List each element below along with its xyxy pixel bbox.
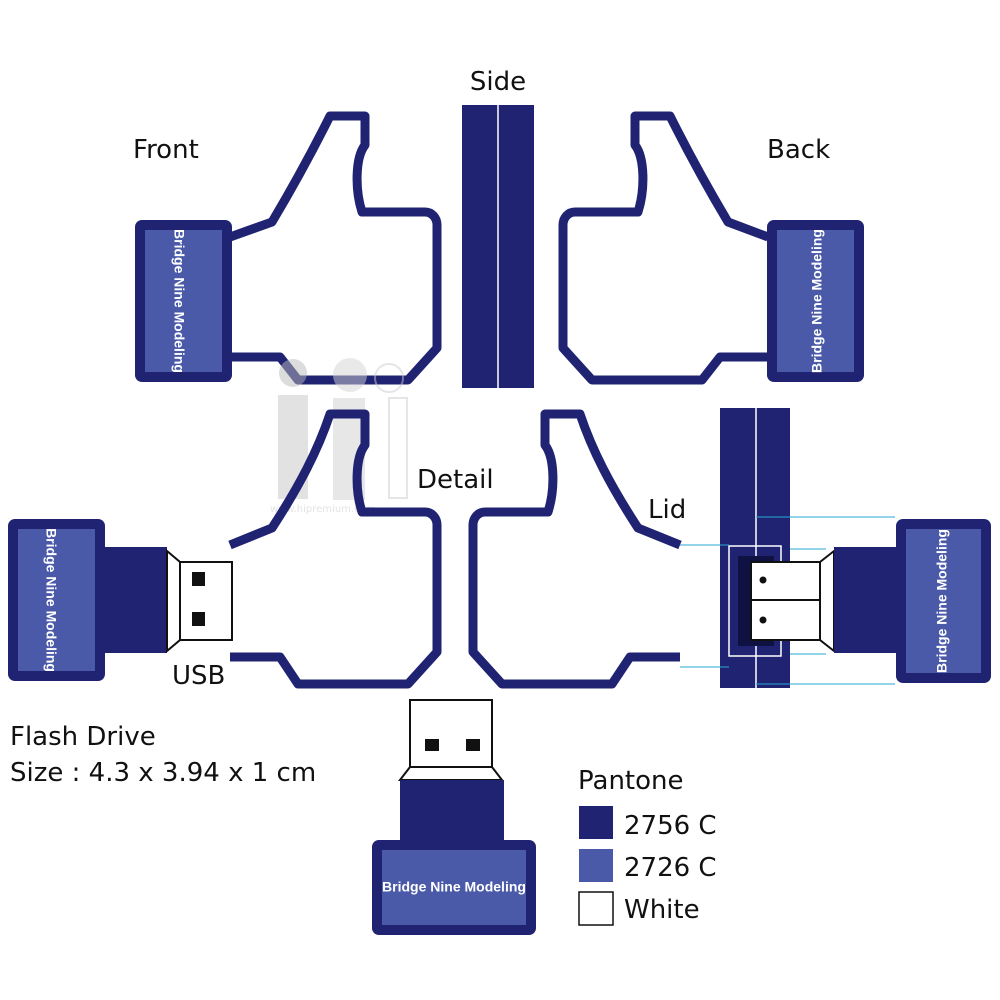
watermark-text: www.hipremium.com <box>270 504 375 515</box>
label-front: Front <box>133 135 199 165</box>
product-size: Size : 4.3 x 3.94 x 1 cm <box>10 758 316 788</box>
pantone-label-2: 2726 C <box>624 853 717 883</box>
label-side: Side <box>470 67 526 97</box>
detail-thumb-upper-outline <box>228 409 442 689</box>
label-detail: Detail <box>417 465 494 495</box>
bottom-usb-contact-1 <box>425 739 439 751</box>
lid-guide-lines <box>680 516 895 685</box>
lid-view: Bridge Nine Modeling Lid <box>468 408 991 689</box>
lid-usb-collar <box>819 548 835 654</box>
pantone-title: Pantone <box>578 766 684 796</box>
bottom-usb-collar <box>397 766 505 781</box>
usb-connector <box>179 561 233 641</box>
front-view: Bridge Nine Modeling Front <box>133 111 442 385</box>
product-info: Flash Drive Size : 4.3 x 3.94 x 1 cm <box>10 722 316 788</box>
bottom-brand-text: Bridge Nine Modeling <box>382 879 526 895</box>
detail-neck <box>100 547 167 653</box>
pantone-swatch-2 <box>579 849 613 882</box>
side-view: Side <box>462 67 534 388</box>
lid-neck <box>834 547 900 653</box>
bottom-view: Bridge Nine Modeling <box>372 699 536 935</box>
product-name: Flash Drive <box>10 722 156 752</box>
label-back: Back <box>767 135 830 165</box>
lid-brand-text: Bridge Nine Modeling <box>934 529 950 673</box>
label-lid: Lid <box>648 495 686 525</box>
lid-thumb-outline <box>468 409 682 689</box>
bottom-usb-connector <box>409 699 493 768</box>
pantone-swatch-3 <box>578 891 614 926</box>
usb-collar <box>166 548 181 654</box>
pantone-legend: Pantone 2756 C 2726 C White <box>578 766 717 926</box>
front-tag-inner <box>145 230 222 372</box>
front-thumb-outline <box>228 111 442 385</box>
lid-dot-2 <box>759 616 767 624</box>
pantone-label-1: 2756 C <box>624 811 717 841</box>
bottom-usb-contact-2 <box>466 739 480 751</box>
front-brand-text: Bridge Nine Modeling <box>171 229 187 373</box>
bottom-neck <box>400 780 504 846</box>
pantone-label-3: White <box>624 895 700 925</box>
lid-tag-inner <box>906 529 981 673</box>
detail-brand-text: Bridge Nine Modeling <box>43 528 59 672</box>
usb-contact-2 <box>192 612 205 626</box>
back-brand-text: Bridge Nine Modeling <box>809 229 825 373</box>
label-usb: USB <box>172 661 225 691</box>
pantone-swatch-1 <box>579 806 613 839</box>
bottom-tag-inner <box>382 850 526 925</box>
usb-contact-1 <box>192 572 205 586</box>
back-view: Bridge Nine Modeling Back <box>558 111 864 385</box>
detail-view: Bridge Nine Modeling Detail USB <box>8 409 494 691</box>
lid-dot-1 <box>759 576 767 584</box>
back-thumb-outline <box>558 111 770 385</box>
back-tag-inner <box>777 230 854 372</box>
detail-tag-inner <box>18 529 95 671</box>
